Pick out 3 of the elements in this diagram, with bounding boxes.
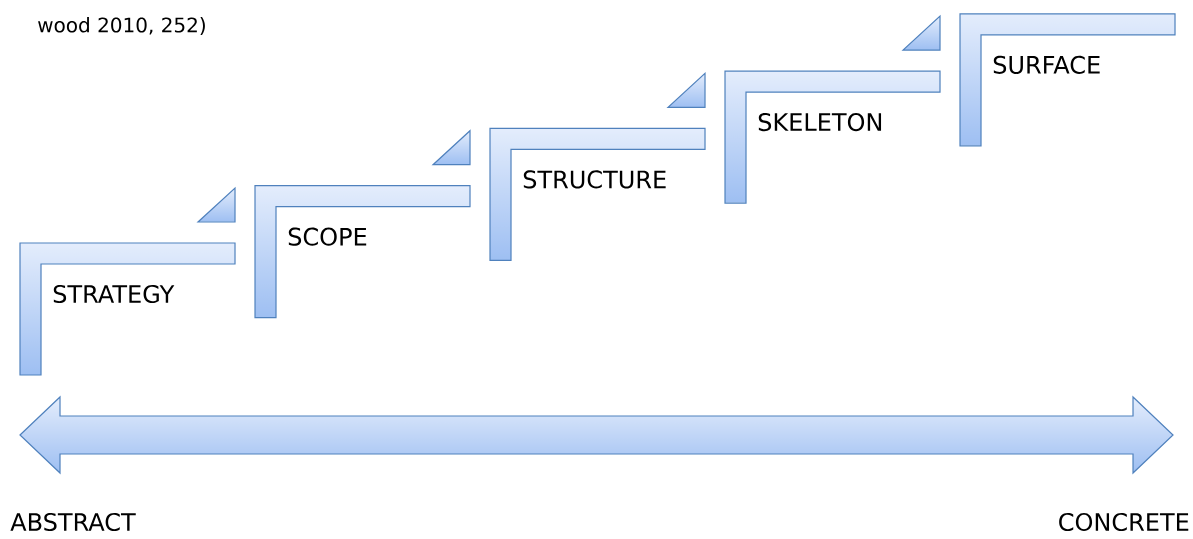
citation-text: wood 2010, 252) bbox=[38, 17, 205, 35]
axis-label: CONCRETE bbox=[1059, 512, 1189, 532]
axis-label: ABSTRACT bbox=[10, 512, 136, 532]
